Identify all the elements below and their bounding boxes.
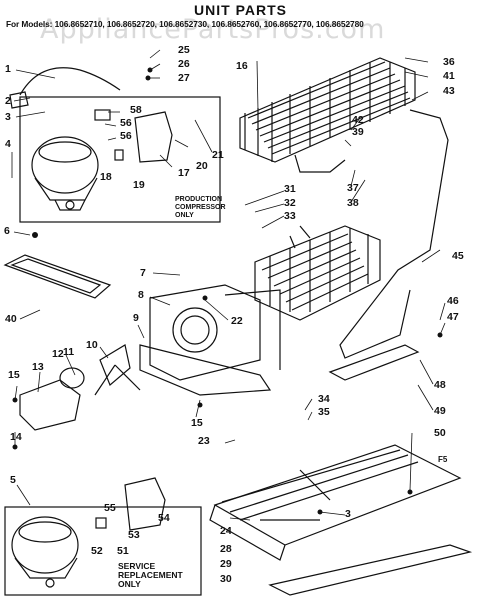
part-label: 16	[236, 60, 248, 72]
part-label: 10	[86, 339, 98, 351]
part-label: 39	[352, 126, 364, 138]
part-label: 28	[220, 543, 232, 555]
relay-service	[95, 477, 166, 531]
part-label: 15	[8, 369, 20, 381]
part-label: 34	[318, 393, 330, 405]
part-label: 3	[5, 111, 11, 123]
part-label: 8	[138, 289, 144, 301]
part-label: 20	[196, 160, 208, 172]
power-cord	[19, 67, 121, 96]
part-label: 6	[4, 225, 10, 237]
part-label: 46	[447, 295, 459, 307]
part-label: 7	[140, 267, 146, 279]
models-line: For Models: 106.8652710, 106.8652720, 10…	[6, 19, 364, 29]
part-label: 29	[220, 558, 232, 570]
part-label: 41	[443, 70, 455, 82]
part-label: 50	[434, 427, 446, 439]
part-label: 52	[91, 545, 103, 557]
part-label: 49	[434, 405, 446, 417]
part-label: 27	[178, 72, 190, 84]
part-label: 45	[452, 250, 464, 262]
part-label: 26	[178, 58, 190, 70]
part-label: 2	[5, 95, 11, 107]
part-label: 40	[5, 313, 17, 325]
part-label: 14	[10, 431, 22, 443]
part-label: 12	[52, 348, 64, 360]
production-compressor-note: PRODUCTION COMPRESSOR ONLY	[175, 196, 226, 219]
part-label: 38	[347, 197, 359, 209]
compressor-service	[11, 516, 79, 588]
fan-motor	[19, 344, 141, 431]
part-label: 54	[158, 512, 170, 524]
part-label: 53	[128, 529, 140, 541]
part-label: 42	[352, 114, 364, 126]
part-label: 36	[443, 56, 455, 68]
part-label: 1	[5, 63, 11, 75]
part-label: 18	[100, 171, 112, 183]
part-label: 55	[104, 502, 116, 514]
service-replacement-box	[4, 506, 202, 596]
production-compressor-box	[19, 96, 221, 223]
part-label: 22	[231, 315, 243, 327]
watermark: AppliancePartsPros.com	[40, 14, 386, 45]
part-label: 23	[198, 435, 210, 447]
part-label: 21	[212, 149, 224, 161]
part-label: 43	[443, 85, 455, 97]
part-label: 56	[120, 130, 132, 142]
part-label: 19	[133, 179, 145, 191]
part-label: 31	[284, 183, 296, 195]
fan-bracket	[139, 284, 281, 396]
evaporator	[254, 225, 381, 321]
corner-mark: F5	[438, 455, 448, 464]
compressor-production	[31, 136, 99, 211]
diagram-title: UNIT PARTS	[194, 2, 287, 18]
part-label: 11	[63, 346, 75, 358]
part-label: 32	[284, 197, 296, 209]
part-label: 25	[178, 44, 190, 56]
part-label: 17	[178, 167, 190, 179]
part-label: 3	[345, 508, 351, 520]
part-label: 15	[191, 417, 203, 429]
leader-lines	[11, 49, 446, 521]
service-replacement-note: SERVICE REPLACEMENT ONLY	[118, 561, 183, 589]
bottom-rail	[268, 544, 473, 596]
defrost-tray	[328, 344, 420, 381]
part-label: 51	[117, 545, 129, 557]
drain-pan	[3, 254, 112, 299]
part-label: 35	[318, 406, 330, 418]
part-label: 5	[10, 474, 16, 486]
part-label: 24	[220, 525, 232, 537]
part-label: 30	[220, 573, 232, 585]
relay-production	[94, 109, 173, 163]
condenser-coil	[239, 57, 416, 173]
part-label: 48	[434, 379, 446, 391]
part-label: 4	[5, 138, 11, 150]
base-frame	[209, 444, 462, 561]
part-label: 37	[347, 182, 359, 194]
part-label: 47	[447, 311, 459, 323]
part-label: 56	[120, 117, 132, 129]
capillary-tube	[339, 109, 449, 359]
part-label: 9	[133, 312, 139, 324]
part-label: 13	[32, 361, 44, 373]
part-label: 58	[130, 104, 142, 116]
part-label: 33	[284, 210, 296, 222]
